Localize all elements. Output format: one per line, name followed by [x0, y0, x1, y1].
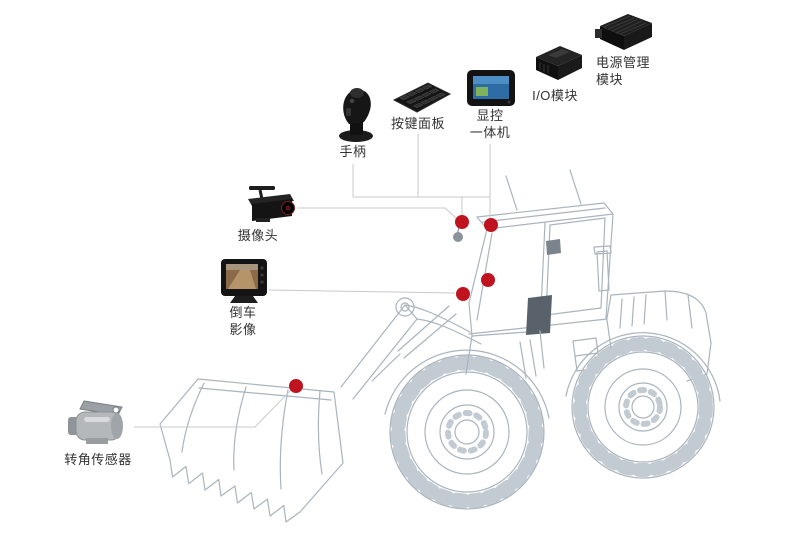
display-unit-label-line1: 显控	[476, 108, 504, 123]
camera-icon	[248, 186, 295, 222]
front-wheel	[389, 354, 545, 510]
camera-label: 摄像头	[237, 228, 279, 243]
power-module-label-line1: 电源管理	[596, 55, 651, 70]
antenna-icon	[505, 169, 582, 211]
connector-rear-view	[268, 289, 456, 294]
rear-view-label: 倒车 影像	[229, 305, 256, 339]
hydraulic-cylinder	[371, 304, 457, 382]
bucket	[159, 378, 344, 523]
mount-point-dot	[289, 379, 303, 393]
keypad-icon	[392, 82, 452, 113]
angle-sensor-icon	[68, 400, 123, 444]
rear-view-label-line2: 影像	[229, 321, 257, 337]
cab-glass-panel	[526, 295, 552, 335]
display-unit-icon	[467, 70, 515, 106]
mount-point-dot	[481, 273, 495, 287]
mount-point-dot	[484, 218, 498, 232]
keypad-label: 按键面板	[390, 116, 446, 131]
power-module-label-line2: 模块	[596, 71, 624, 87]
power-module-label: 电源管理 模块	[596, 55, 650, 89]
mount-point-dots	[289, 215, 498, 393]
display-unit-label: 显控 一体机	[470, 108, 511, 142]
rear-view-monitor-icon	[221, 259, 267, 303]
io-module-icon	[536, 46, 582, 80]
joystick-icon	[339, 88, 373, 142]
rear-view-label-line1: 倒车	[229, 305, 257, 320]
io-module-label: I/O模块	[532, 88, 578, 103]
mount-point-dot	[455, 215, 469, 229]
connector-angle-sensor	[134, 389, 292, 428]
cab-frame	[468, 213, 614, 337]
wheel-loader-sketch	[159, 169, 721, 523]
connector-camera	[297, 207, 458, 220]
incab-display	[546, 239, 561, 255]
rear-wheel	[571, 335, 715, 479]
joystick-label: 手柄	[339, 144, 367, 159]
angle-sensor-label: 转角传感器	[64, 452, 132, 467]
exhaust-pipe	[593, 245, 612, 292]
display-unit-label-line2: 一体机	[469, 124, 511, 140]
connector-lines	[134, 134, 491, 428]
mount-point-dot	[456, 287, 470, 301]
power-module-icon	[595, 14, 652, 50]
cab-mounted-camera	[453, 232, 463, 242]
